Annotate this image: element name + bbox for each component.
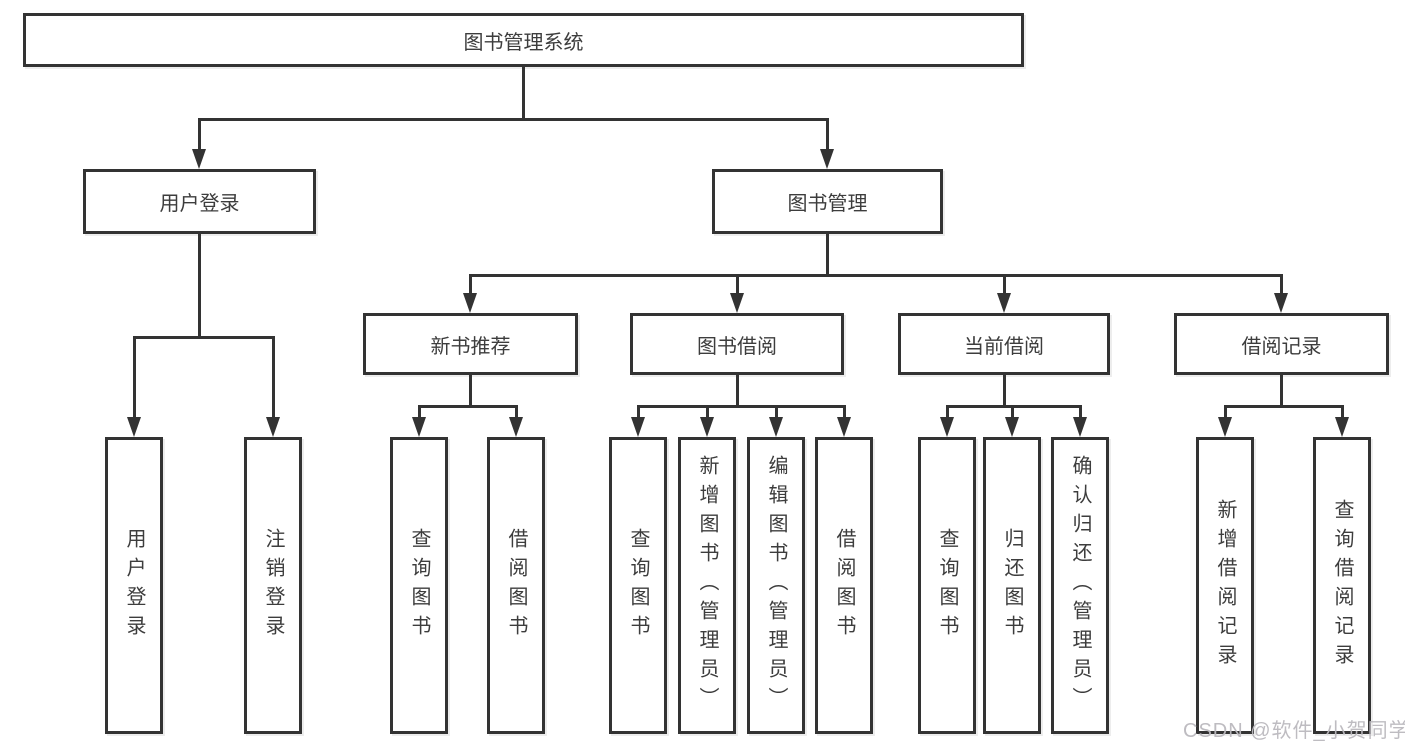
- leaf-add-book-admin: 新增图书（管理员）: [678, 437, 736, 734]
- connector-stem: [1011, 405, 1014, 420]
- connector-borrowing-stem: [736, 375, 739, 408]
- arrow-down-icon: [997, 293, 1011, 313]
- arrow-down-icon: [730, 293, 744, 313]
- node-label: 用户登录: [159, 193, 240, 215]
- connector-stem: [272, 336, 275, 419]
- arrow-down-icon: [940, 417, 954, 437]
- leaf-label: 用户登录: [123, 527, 145, 644]
- connector-book-mgmt-rail: [469, 274, 1283, 277]
- connector-stem: [826, 118, 829, 151]
- node-library-management-system: 图书管理系统: [23, 13, 1024, 67]
- arrow-down-icon: [631, 417, 645, 437]
- connector-stem: [1341, 405, 1344, 420]
- node-new-book-recommendation: 新书推荐: [363, 313, 578, 375]
- leaf-label: 新增借阅记录: [1214, 498, 1236, 673]
- leaf-add-borrow-record: 新增借阅记录: [1196, 437, 1254, 734]
- leaf-label: 归还图书: [1001, 527, 1023, 644]
- arrow-down-icon: [463, 293, 477, 313]
- leaf-label: 借阅图书: [833, 527, 855, 644]
- arrow-down-icon: [266, 417, 280, 437]
- leaf-logout: 注销登录: [244, 437, 302, 734]
- arrow-down-icon: [1073, 417, 1087, 437]
- leaf-query-books-borrowing: 查询图书: [609, 437, 667, 734]
- connector-stem: [1003, 274, 1006, 295]
- connector-stem: [418, 405, 421, 420]
- connector-root-rail: [198, 118, 829, 121]
- leaf-borrow-books-borrowing: 借阅图书: [815, 437, 873, 734]
- node-user-login: 用户登录: [83, 169, 316, 234]
- leaf-label: 新增图书（管理员）: [696, 455, 718, 716]
- connector-records-stem: [1280, 375, 1283, 408]
- arrow-down-icon: [837, 417, 851, 437]
- connector-stem: [843, 405, 846, 420]
- connector-stem: [775, 405, 778, 420]
- connector-records-rail: [1224, 405, 1344, 408]
- leaf-label: 查询图书: [936, 527, 958, 644]
- leaf-label: 查询借阅记录: [1331, 498, 1353, 673]
- node-current-borrowing: 当前借阅: [898, 313, 1110, 375]
- connector-stem: [515, 405, 518, 420]
- leaf-query-books-current: 查询图书: [918, 437, 976, 734]
- connector-stem: [736, 274, 739, 295]
- leaf-label: 借阅图书: [505, 527, 527, 644]
- leaf-edit-book-admin: 编辑图书（管理员）: [747, 437, 805, 734]
- connector-stem: [1280, 274, 1283, 295]
- arrow-down-icon: [1005, 417, 1019, 437]
- node-label: 借阅记录: [1241, 335, 1322, 358]
- arrow-down-icon: [769, 417, 783, 437]
- leaf-user-login: 用户登录: [105, 437, 163, 734]
- leaf-label: 编辑图书（管理员）: [765, 455, 787, 716]
- csdn-watermark: CSDN @软件_小贺同学: [1183, 720, 1405, 742]
- leaf-query-books-recommend: 查询图书: [390, 437, 448, 734]
- leaf-label: 注销登录: [262, 527, 284, 644]
- connector-stem: [946, 405, 949, 420]
- connector-current-rail: [946, 405, 1082, 408]
- arrow-down-icon: [700, 417, 714, 437]
- node-label: 图书管理: [787, 193, 868, 215]
- connector-current-stem: [1003, 375, 1006, 408]
- node-label: 新书推荐: [430, 335, 511, 358]
- node-borrowing-records: 借阅记录: [1174, 313, 1389, 375]
- node-label: 当前借阅: [964, 335, 1044, 358]
- leaf-label: 查询图书: [408, 527, 430, 644]
- leaf-label: 查询图书: [627, 527, 649, 644]
- arrow-down-icon: [192, 149, 206, 169]
- leaf-confirm-return-admin: 确认归还（管理员）: [1051, 437, 1109, 734]
- connector-recommend-stem: [469, 375, 472, 408]
- leaf-borrow-books-recommend: 借阅图书: [487, 437, 545, 734]
- leaf-return-books: 归还图书: [983, 437, 1041, 734]
- arrow-down-icon: [1274, 293, 1288, 313]
- arrow-down-icon: [1335, 417, 1349, 437]
- arrow-down-icon: [509, 417, 523, 437]
- node-label: 图书管理系统: [463, 31, 584, 54]
- connector-user-login-rail: [133, 336, 275, 339]
- leaf-query-borrow-record: 查询借阅记录: [1313, 437, 1371, 734]
- connector-recommend-rail: [418, 405, 518, 408]
- connector-stem: [198, 118, 201, 151]
- arrow-down-icon: [127, 417, 141, 437]
- node-label: 图书借阅: [697, 335, 777, 358]
- connector-borrowing-rail: [637, 405, 846, 408]
- connector-stem: [469, 274, 472, 295]
- node-book-management: 图书管理: [712, 169, 943, 234]
- connector-stem: [637, 405, 640, 420]
- connector-stem: [1224, 405, 1227, 420]
- leaf-label: 确认归还（管理员）: [1069, 455, 1091, 716]
- arrow-down-icon: [1218, 417, 1232, 437]
- arrow-down-icon: [412, 417, 426, 437]
- connector-user-login-stem: [198, 234, 201, 336]
- connector-book-mgmt-stem: [826, 234, 829, 277]
- connector-stem: [133, 336, 136, 419]
- node-book-borrowing: 图书借阅: [630, 313, 844, 375]
- connector-stem: [1079, 405, 1082, 420]
- connector-stem: [706, 405, 709, 420]
- connector-root-stem: [522, 67, 525, 118]
- arrow-down-icon: [820, 149, 834, 169]
